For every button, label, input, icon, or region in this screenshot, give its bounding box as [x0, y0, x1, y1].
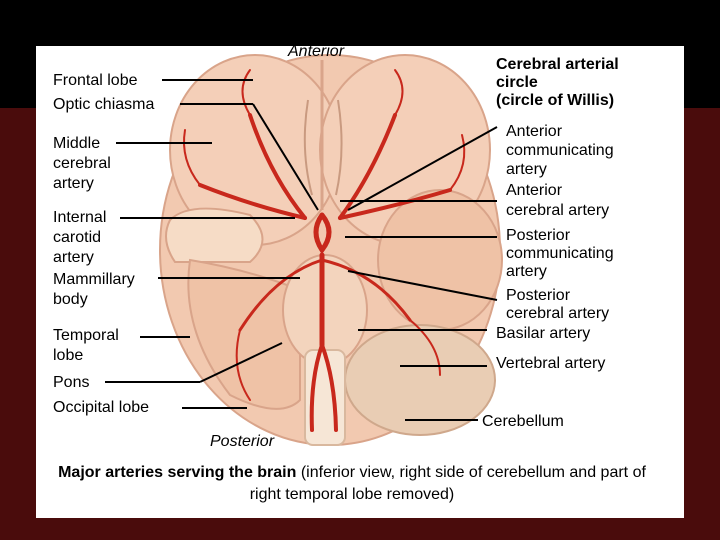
label-middle-cerebral-artery: Middle cerebral artery [53, 135, 111, 192]
label-frontal-lobe: Frontal lobe [53, 72, 138, 89]
label-cerebellum: Cerebellum [482, 413, 564, 430]
label-posterior-cerebral-artery: Posterior cerebral artery [506, 287, 610, 322]
label-anterior-communicating-artery: Anterior communicating artery [506, 123, 614, 178]
caption-title: Major arteries serving the brain [58, 464, 297, 481]
label-vertebral-artery: Vertebral artery [496, 355, 606, 372]
brain-tissue [159, 54, 503, 446]
figure-caption: Major arteries serving the brain (inferi… [52, 462, 652, 506]
label-occipital-lobe: Occipital lobe [53, 399, 150, 416]
label-posterior: Posterior [210, 433, 275, 450]
label-temporal-lobe: Temporal lobe [53, 327, 119, 364]
label-posterior-communicating-artery: Posterior communicating artery [506, 227, 614, 280]
label-pons: Pons [53, 374, 90, 391]
arteries [183, 69, 466, 432]
label-basilar-artery: Basilar artery [496, 325, 591, 342]
label-mammillary-body: Mammillary body [53, 271, 135, 308]
label-internal-carotid-artery: Internal carotid artery [53, 209, 107, 266]
label-cerebral-arterial-circle: Cerebral arterial circle (circle of Will… [496, 56, 619, 109]
label-anterior: Anterior [288, 43, 345, 60]
leader-lines [105, 79, 498, 421]
label-optic-chiasma: Optic chiasma [53, 96, 155, 113]
caption-detail: (inferior view, right side of cerebellum… [249, 464, 646, 503]
label-anterior-cerebral-artery: Anterior cerebral artery [506, 182, 610, 219]
